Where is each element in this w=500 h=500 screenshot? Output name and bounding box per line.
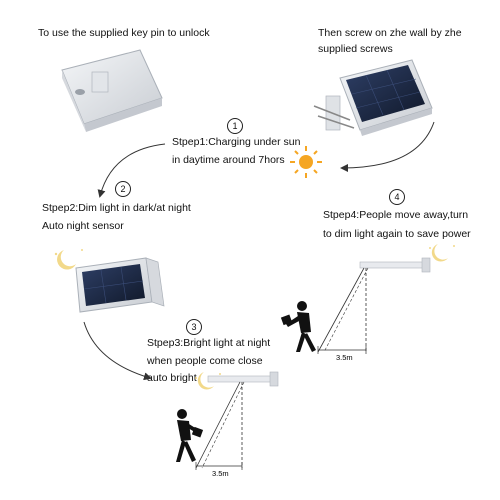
step3-line2: when people come close <box>147 355 263 367</box>
step3-line3: auto bright <box>147 372 197 384</box>
solar-light-back-icon <box>61 49 163 132</box>
unlock-caption: To use the supplied key pin to unlock <box>38 27 210 39</box>
screw-caption-line1: Then screw on zhe wall by zhe <box>318 27 462 39</box>
sun-icon <box>290 146 322 178</box>
step1-line2: in daytime around 7hors <box>172 154 285 166</box>
step1-line1: Stpep1:Charging under sun <box>172 136 301 148</box>
step2-line1: Stpep2:Dim light in dark/at night <box>42 202 191 214</box>
step1-number: 1 <box>227 118 243 134</box>
flow-arrow-mount-to-sun <box>340 121 435 172</box>
moon-icon <box>429 244 455 262</box>
beam-lower-outer <box>195 381 241 469</box>
flow-arrow-step2-to-step3 <box>83 321 152 381</box>
flow-arrow-step1-to-step2 <box>97 143 166 198</box>
screw-caption-line2: supplied screws <box>318 43 393 55</box>
person-icon <box>280 301 316 352</box>
solar-light-dim-icon <box>75 257 165 313</box>
person-icon <box>176 409 204 462</box>
step4-line1: Stpep4:People move away,turn <box>323 209 469 221</box>
step3-number: 3 <box>186 319 202 335</box>
beam-upper-inner <box>323 267 369 353</box>
distance-upper: 3.5m <box>336 353 353 362</box>
moon-icon <box>195 372 221 390</box>
step3-line1: Stpep3:Bright light at night <box>147 337 271 349</box>
beam-upper-outer <box>317 267 365 353</box>
beam-lower-inner <box>201 381 245 469</box>
flow-spacer <box>350 232 386 240</box>
wall-light-upper-icon <box>359 257 431 273</box>
step4-number: 4 <box>389 189 405 205</box>
solar-light-mounted-icon <box>313 59 433 136</box>
moon-icon <box>54 249 83 270</box>
distance-lower: 3.5m <box>212 469 229 478</box>
step2-line2: Auto night sensor <box>42 220 124 232</box>
step4-line2: to dim light again to save power <box>323 228 471 240</box>
step2-number: 2 <box>115 181 131 197</box>
